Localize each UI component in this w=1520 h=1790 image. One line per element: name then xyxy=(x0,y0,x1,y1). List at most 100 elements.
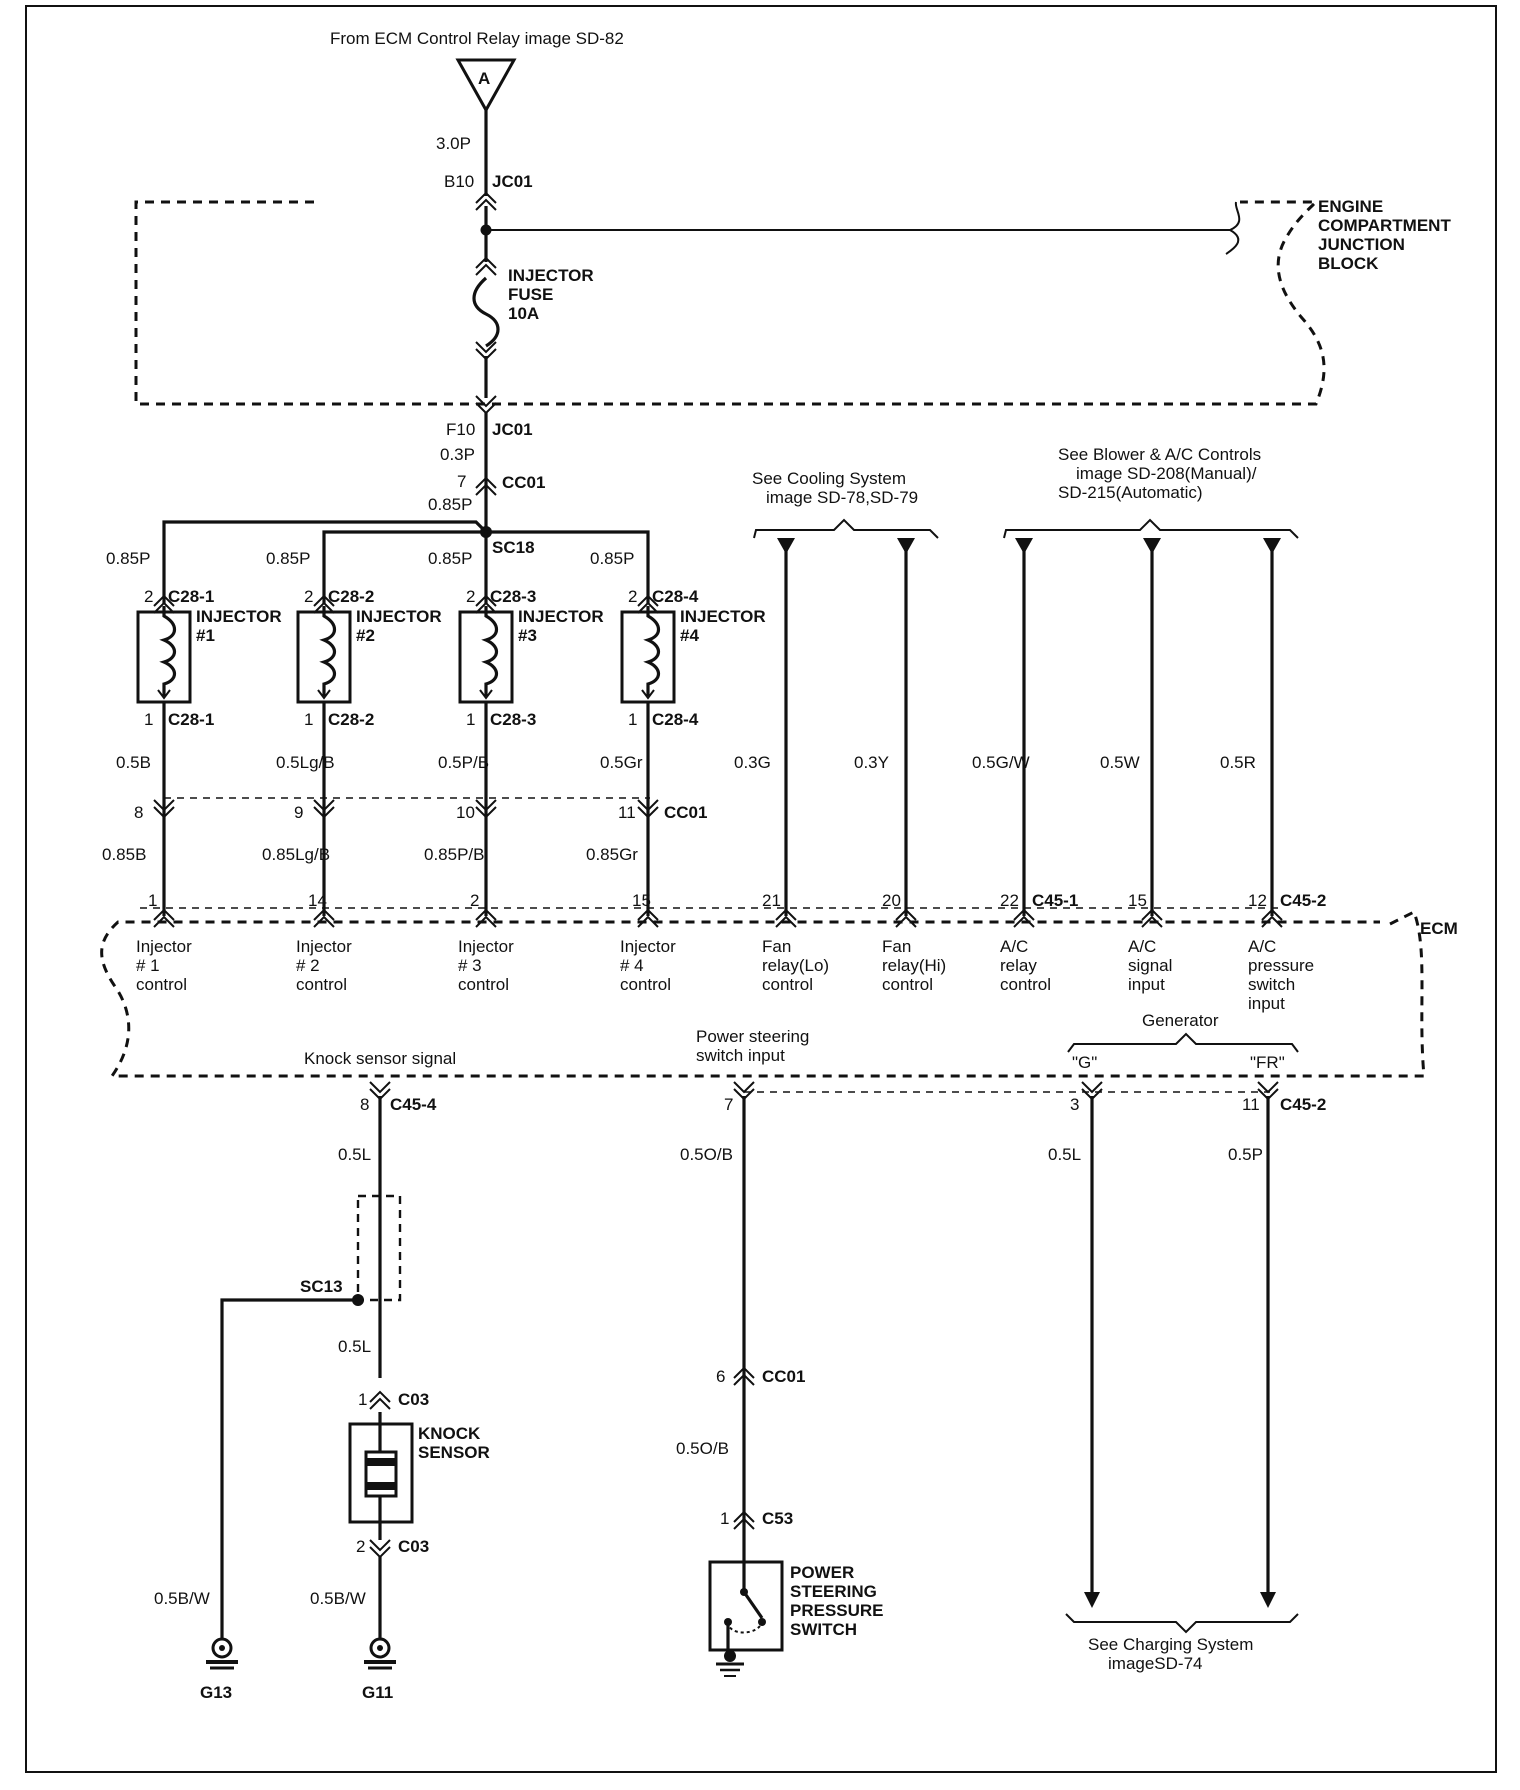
svg-text:11: 11 xyxy=(618,803,636,822)
fan-relay-hi-ecm-function: Fan xyxy=(882,937,911,956)
injector-3-wire-a: 0.5P/B xyxy=(438,753,489,772)
fan-relay-hi-wire: 0.3Y xyxy=(854,753,889,772)
ac-pressure-conn: C45-2 xyxy=(1280,891,1326,910)
ground-g11-icon xyxy=(364,1637,396,1670)
svg-text:# 4: # 4 xyxy=(620,956,644,975)
knock-wire-0-5l-b: 0.5L xyxy=(338,1337,371,1356)
ps-conn-c53: C53 xyxy=(762,1509,793,1528)
injector-2-wire-b: 0.85Lg/B xyxy=(262,845,330,864)
injector-4-label: INJECTOR xyxy=(680,607,766,626)
conn-cc01-top: CC01 xyxy=(502,473,545,492)
injector-2-label: INJECTOR xyxy=(356,607,442,626)
charge-conn-c45-2: C45-2 xyxy=(1280,1095,1326,1114)
ps-ground-icon xyxy=(716,1650,744,1677)
svg-text:14: 14 xyxy=(308,891,327,910)
svg-text:2: 2 xyxy=(466,587,475,606)
svg-text:#2: #2 xyxy=(356,626,375,645)
svg-text:2: 2 xyxy=(304,587,313,606)
svg-text:control: control xyxy=(136,975,187,994)
svg-text:8: 8 xyxy=(134,803,143,822)
svg-text:control: control xyxy=(882,975,933,994)
ps-pin-c53-1: 1 xyxy=(720,1509,729,1528)
ac-pressure-ecm-function: A/C xyxy=(1248,937,1276,956)
svg-text:ENGINE: ENGINE xyxy=(1318,197,1383,216)
knock-pin-8: 8 xyxy=(360,1095,369,1114)
injector-2-conn-top: C28-2 xyxy=(328,587,374,606)
svg-text:2: 2 xyxy=(144,587,153,606)
svg-text:control: control xyxy=(620,975,671,994)
svg-text:10: 10 xyxy=(456,803,475,822)
svg-text:relay(Lo): relay(Lo) xyxy=(762,956,829,975)
svg-text:2: 2 xyxy=(470,891,479,910)
ac-reference: See Blower & A/C Controls image SD-208(M… xyxy=(1058,445,1261,502)
generator-fr-terminal: "FR" xyxy=(1250,1053,1285,1072)
svg-text:STEERING: STEERING xyxy=(790,1582,877,1601)
svg-text:1: 1 xyxy=(144,710,153,729)
injector-3-label: INJECTOR xyxy=(518,607,604,626)
injector-2-ecm-function: Injector xyxy=(296,937,352,956)
svg-text:9: 9 xyxy=(294,803,303,822)
fan-relay-lo-ecm-function: Fan xyxy=(762,937,791,956)
svg-text:22: 22 xyxy=(1000,891,1019,910)
injector-3-conn-bottom: C28-3 xyxy=(490,710,536,729)
injector-1-label: INJECTOR xyxy=(196,607,282,626)
generator-label: Generator xyxy=(1142,1011,1219,1030)
knock-conn-c03-a: C03 xyxy=(398,1390,429,1409)
svg-text:See Blower & A/C Controls: See Blower & A/C Controls xyxy=(1058,445,1261,464)
injector-4-ecm-function: Injector xyxy=(620,937,676,956)
conn-cc01-row: CC01 xyxy=(664,803,707,822)
ac-relay-ecm-function: A/C xyxy=(1000,937,1028,956)
connector-a-letter: A xyxy=(478,69,490,88)
svg-text:COMPARTMENT: COMPARTMENT xyxy=(1318,216,1451,235)
svg-text:See Charging System: See Charging System xyxy=(1088,1635,1253,1654)
injector-1-conn-top: C28-1 xyxy=(168,587,214,606)
svg-text:POWER: POWER xyxy=(790,1563,854,1582)
svg-text:KNOCK: KNOCK xyxy=(418,1424,481,1443)
svg-text:# 2: # 2 xyxy=(296,956,320,975)
fan-relay-lo-wire: 0.3G xyxy=(734,753,771,772)
injector-1-ecm-function: Injector xyxy=(136,937,192,956)
ps-switch-label: POWER STEERING PRESSURE SWITCH xyxy=(790,1563,884,1639)
junction-block-title: ENGINE COMPARTMENT JUNCTION BLOCK xyxy=(1318,197,1451,273)
svg-text:image SD-208(Manual)/: image SD-208(Manual)/ xyxy=(1076,464,1257,483)
connector-a-triangle xyxy=(455,58,517,114)
injector-1-wire-b: 0.85B xyxy=(102,845,146,864)
svg-text:pressure: pressure xyxy=(1248,956,1314,975)
svg-text:Power steering: Power steering xyxy=(696,1027,809,1046)
wire-g13-0-5bw: 0.5B/W xyxy=(154,1589,210,1608)
charge-wire-0-5l: 0.5L xyxy=(1048,1145,1081,1164)
svg-text:switch: switch xyxy=(1248,975,1295,994)
pin-7-cc01: 7 xyxy=(457,472,466,491)
svg-text:1: 1 xyxy=(466,710,475,729)
knock-sensor-label: KNOCK SENSOR xyxy=(418,1424,490,1462)
svg-text:image SD-78,SD-79: image SD-78,SD-79 xyxy=(766,488,918,507)
svg-text:15: 15 xyxy=(632,891,651,910)
charge-pin-3: 3 xyxy=(1070,1095,1079,1114)
svg-text:21: 21 xyxy=(762,891,781,910)
injector-4-wire-a: 0.5Gr xyxy=(600,753,643,772)
knock-conn-c03-b: C03 xyxy=(398,1537,429,1556)
cooling-reference: See Cooling System image SD-78,SD-79 xyxy=(752,469,918,507)
svg-text:control: control xyxy=(1000,975,1051,994)
knock-wire-0-5l-a: 0.5L xyxy=(338,1145,371,1164)
svg-text:#4: #4 xyxy=(680,626,699,645)
svg-text:FUSE: FUSE xyxy=(508,285,553,304)
svg-text:20: 20 xyxy=(882,891,901,910)
injector-3-wire-b: 0.85P/B xyxy=(424,845,485,864)
svg-text:SWITCH: SWITCH xyxy=(790,1620,857,1639)
wire-g11-0-5bw: 0.5B/W xyxy=(310,1589,366,1608)
svg-text:15: 15 xyxy=(1128,891,1147,910)
conn-jc01-top: JC01 xyxy=(492,172,533,191)
ecm-outline xyxy=(100,909,1426,1078)
ps-pin-cc01-6: 6 xyxy=(716,1367,725,1386)
svg-text:1: 1 xyxy=(628,710,637,729)
knock-sensor-signal-label: Knock sensor signal xyxy=(304,1049,456,1068)
charging-reference: See Charging System imageSD-74 xyxy=(1088,1635,1253,1673)
